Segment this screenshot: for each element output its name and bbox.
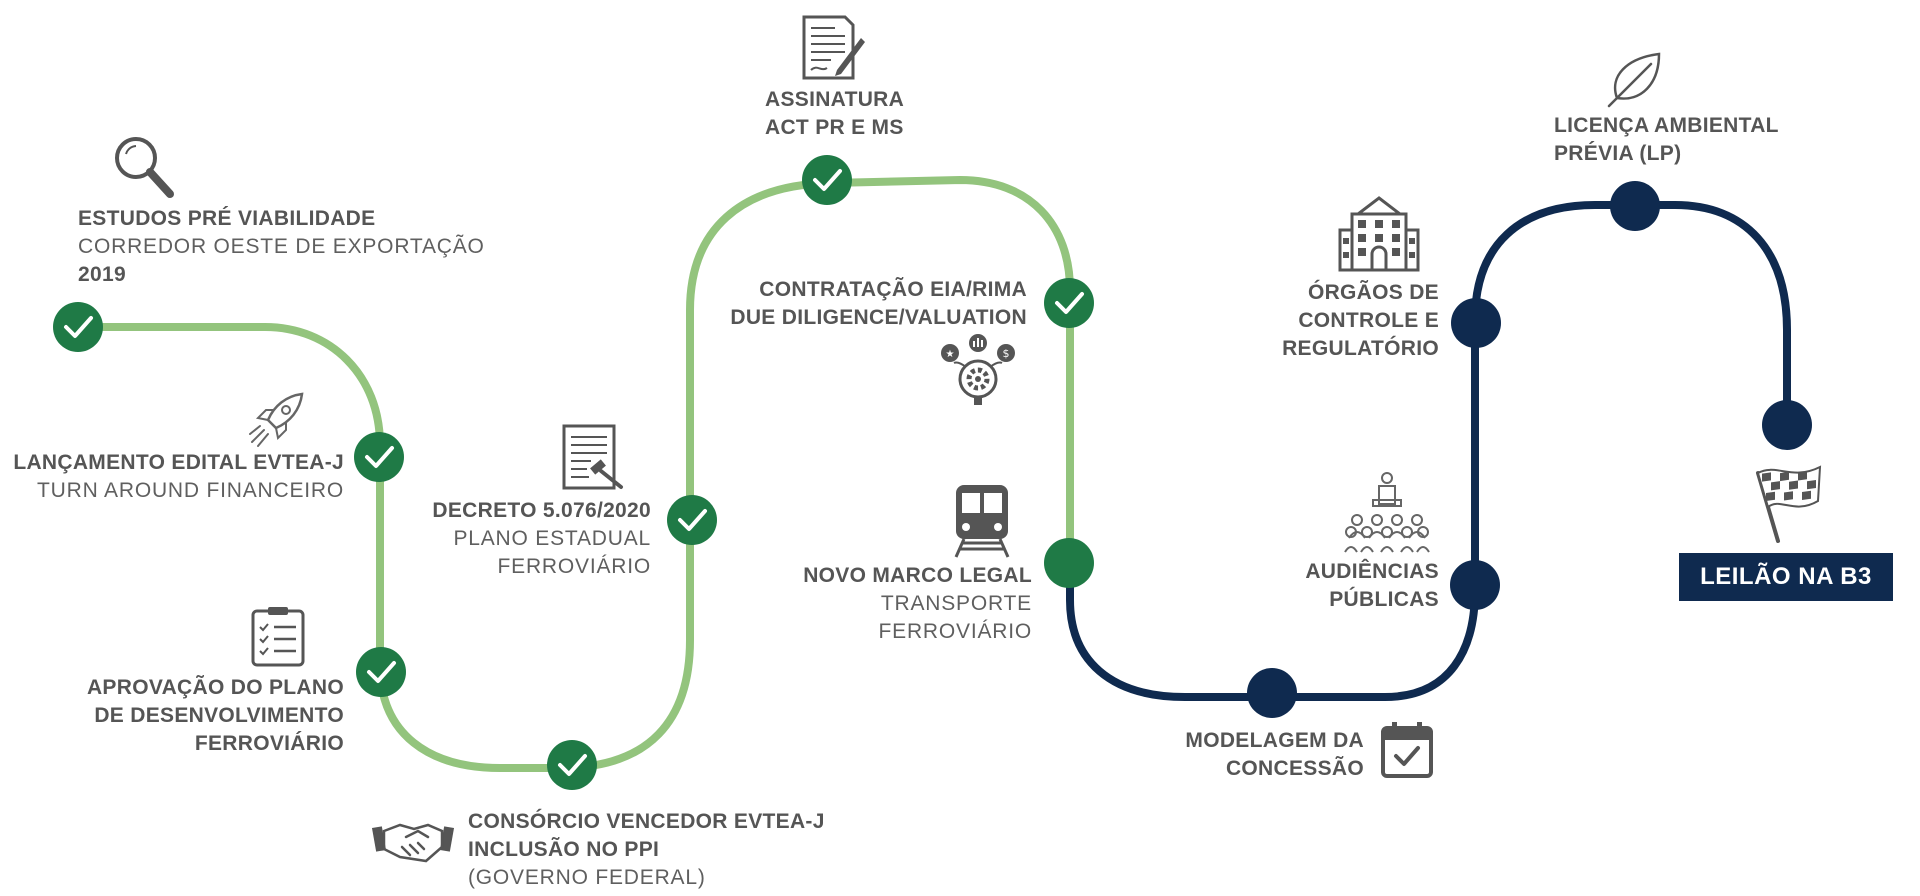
milestone-title-2: PRÉVIA (LP) bbox=[1554, 142, 1682, 165]
milestone-title: LICENÇA AMBIENTAL bbox=[1554, 114, 1779, 137]
decree-document-icon bbox=[562, 424, 623, 490]
milestone-dot-m3 bbox=[356, 647, 406, 697]
milestone-title-2: CONTROLE E bbox=[1298, 309, 1439, 332]
milestone-label-m5: DECRETO 5.076/2020 PLANO ESTADUAL FERROV… bbox=[432, 497, 651, 581]
clipboard-checklist-icon bbox=[251, 607, 305, 667]
calendar-check-icon bbox=[1381, 722, 1433, 778]
milestone-dot-m2 bbox=[354, 432, 404, 482]
milestone-label-m3: APROVAÇÃO DO PLANO DE DESENVOLVIMENTO FE… bbox=[87, 674, 344, 758]
milestone-title: LANÇAMENTO EDITAL EVTEA-J bbox=[13, 451, 344, 474]
milestone-label-m12: LICENÇA AMBIENTAL PRÉVIA (LP) bbox=[1554, 112, 1779, 168]
milestone-title-2: DUE DILIGENCE/VALUATION bbox=[730, 306, 1027, 329]
milestone-title-2: CONCESSÃO bbox=[1225, 757, 1364, 780]
milestone-dot-m5 bbox=[667, 495, 717, 545]
milestone-title-3: REGULATÓRIO bbox=[1282, 337, 1439, 360]
milestone-title: ASSINATURA bbox=[765, 88, 905, 111]
government-building-icon bbox=[1338, 196, 1420, 272]
magnifier-icon bbox=[115, 137, 174, 198]
milestone-label-m11: ÓRGÃOS DE CONTROLE E REGULATÓRIO bbox=[1282, 279, 1439, 363]
svg-text:★: ★ bbox=[946, 349, 955, 360]
milestone-subtitle: TURN AROUND FINANCEIRO bbox=[37, 479, 344, 502]
milestone-label-m2: LANÇAMENTO EDITAL EVTEA-J TURN AROUND FI… bbox=[13, 449, 344, 505]
milestone-label-m9: MODELAGEM DA CONCESSÃO bbox=[1185, 727, 1364, 783]
final-milestone-badge: LEILÃO NA B3 bbox=[1679, 553, 1893, 601]
milestone-dot-m11 bbox=[1451, 298, 1501, 348]
handshake-icon bbox=[372, 823, 454, 863]
milestone-label-m1: ESTUDOS PRÉ VIABILIDADE CORREDOR OESTE D… bbox=[78, 205, 485, 289]
milestone-dot-m7 bbox=[1044, 278, 1094, 328]
milestone-dot-m1 bbox=[53, 302, 103, 352]
milestone-dot-m10 bbox=[1450, 560, 1500, 610]
signing-document-icon bbox=[802, 15, 865, 80]
milestone-dot-m6 bbox=[802, 155, 852, 205]
milestone-year: 2019 bbox=[78, 263, 126, 286]
milestone-subtitle: CORREDOR OESTE DE EXPORTAÇÃO bbox=[78, 235, 485, 258]
milestone-subtitle: TRANSPORTE bbox=[880, 592, 1032, 615]
milestone-title-2: DE DESENVOLVIMENTO bbox=[94, 704, 344, 727]
milestone-title: ÓRGÃOS DE bbox=[1307, 281, 1439, 304]
milestone-dot-m9 bbox=[1247, 668, 1297, 718]
train-icon bbox=[954, 485, 1010, 558]
milestone-subtitle-2: FERROVIÁRIO bbox=[497, 555, 651, 578]
svg-text:$: $ bbox=[1003, 347, 1010, 360]
valuation-gear-icon: ★ $ bbox=[941, 334, 1015, 405]
rocket-icon bbox=[249, 392, 304, 447]
milestone-title: NOVO MARCO LEGAL bbox=[803, 564, 1032, 587]
leaf-icon bbox=[1607, 52, 1661, 108]
milestone-title: CONTRATAÇÃO EIA/RIMA bbox=[759, 278, 1027, 301]
milestone-dot-final bbox=[1762, 400, 1812, 450]
milestone-dot-m12 bbox=[1610, 181, 1660, 231]
milestone-label-m8: NOVO MARCO LEGAL TRANSPORTE FERROVIÁRIO bbox=[803, 562, 1032, 646]
milestone-label-m10: AUDIÊNCIAS PÚBLICAS bbox=[1305, 558, 1439, 614]
checkered-flag-icon bbox=[1756, 465, 1822, 543]
milestone-subtitle: (GOVERNO FEDERAL) bbox=[468, 866, 706, 889]
milestone-title: MODELAGEM DA bbox=[1185, 729, 1364, 752]
milestone-title-2: INCLUSÃO NO PPI bbox=[468, 838, 660, 861]
milestone-title: ESTUDOS PRÉ VIABILIDADE bbox=[78, 207, 376, 230]
milestone-label-m4: CONSÓRCIO VENCEDOR EVTEA-J INCLUSÃO NO P… bbox=[468, 808, 825, 892]
milestone-dot-m8 bbox=[1044, 538, 1094, 588]
milestone-title-3: FERROVIÁRIO bbox=[194, 732, 344, 755]
milestone-label-m7: CONTRATAÇÃO EIA/RIMA DUE DILIGENCE/VALUA… bbox=[730, 276, 1027, 332]
milestone-title: DECRETO 5.076/2020 bbox=[432, 499, 651, 522]
milestone-title: APROVAÇÃO DO PLANO bbox=[86, 676, 344, 699]
milestone-title-2: ACT PR E MS bbox=[765, 116, 904, 139]
milestone-dot-m4 bbox=[547, 740, 597, 790]
milestone-subtitle: PLANO ESTADUAL bbox=[453, 527, 651, 550]
milestone-label-m6: ASSINATURA ACT PR E MS bbox=[765, 86, 904, 142]
completed-path bbox=[74, 175, 1074, 772]
audience-icon bbox=[1344, 472, 1430, 553]
milestone-title: CONSÓRCIO VENCEDOR EVTEA-J bbox=[468, 810, 825, 833]
milestone-title: AUDIÊNCIAS bbox=[1305, 560, 1439, 583]
milestone-subtitle-2: FERROVIÁRIO bbox=[878, 620, 1032, 643]
milestone-title-2: PÚBLICAS bbox=[1329, 588, 1439, 611]
